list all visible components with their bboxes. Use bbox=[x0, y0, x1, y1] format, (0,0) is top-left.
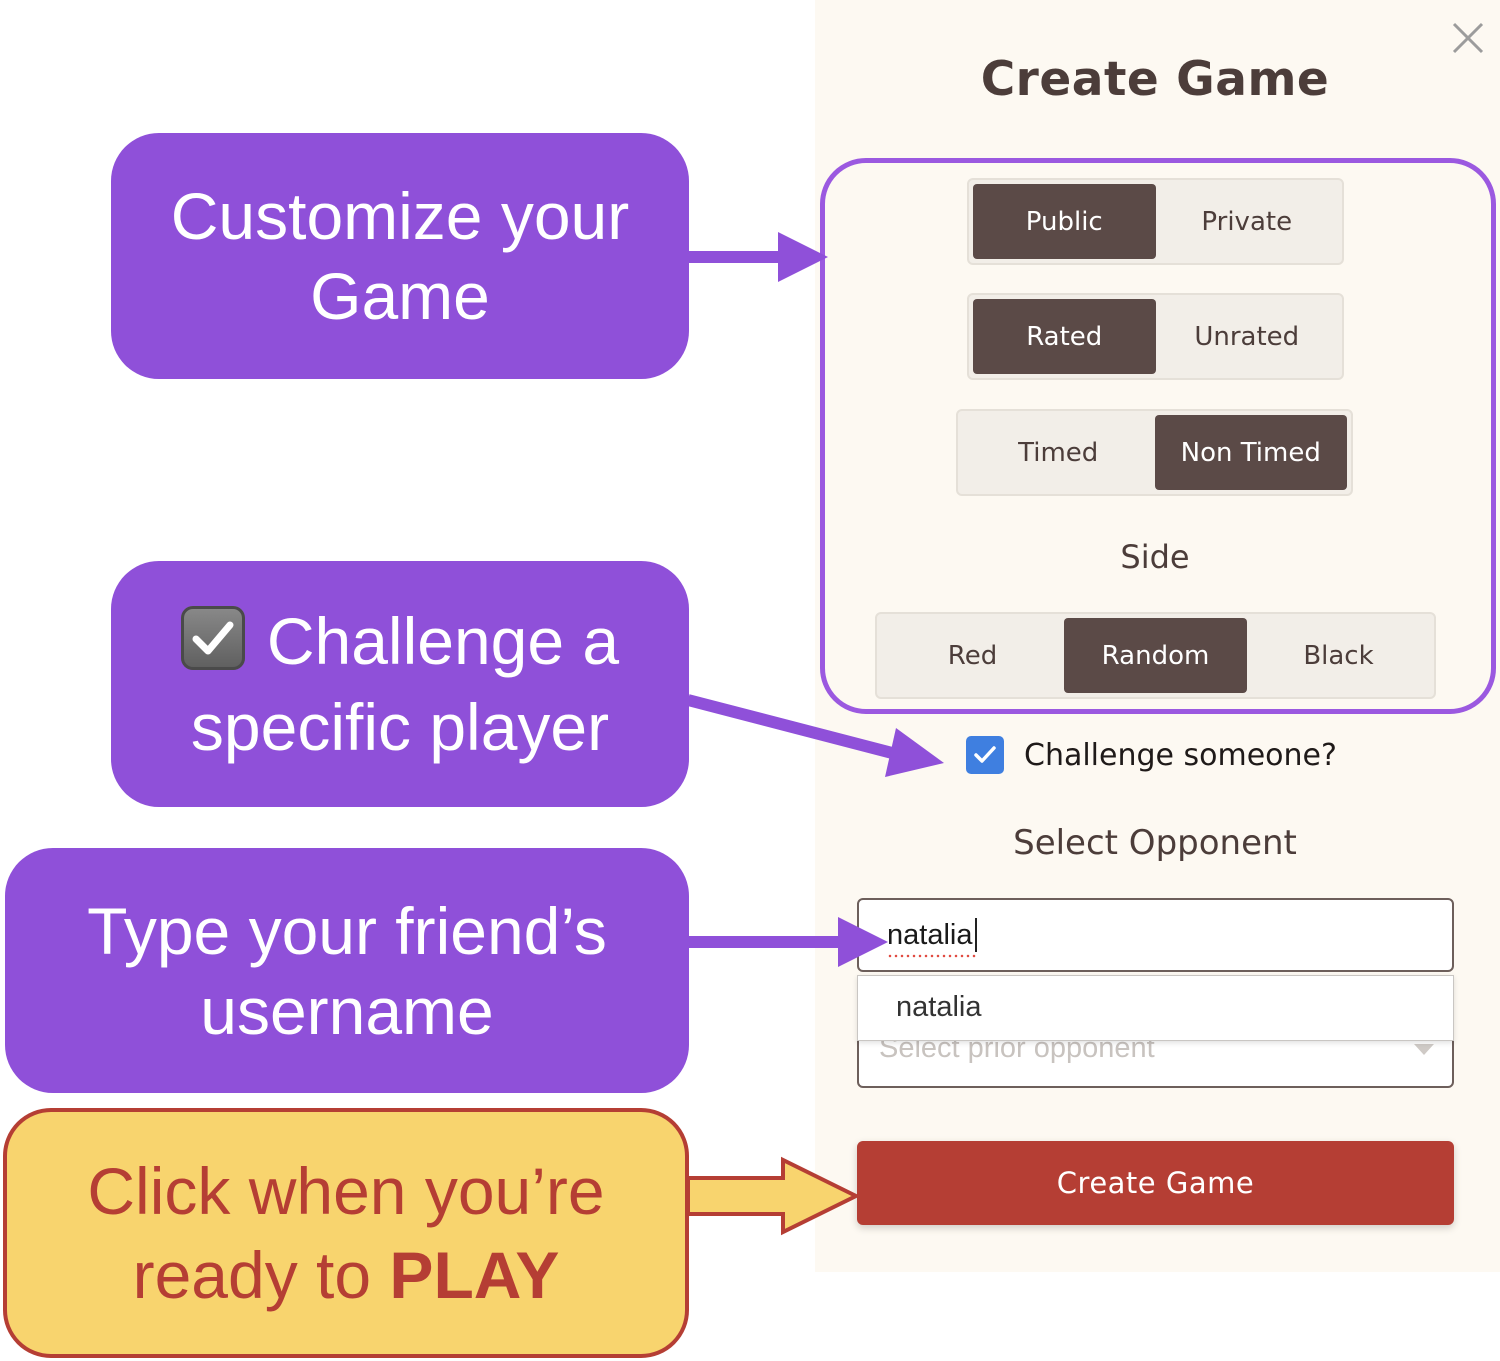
create-game-button[interactable]: Create Game bbox=[857, 1141, 1454, 1225]
checkmark-icon bbox=[974, 746, 996, 763]
callout-type-line2: username bbox=[200, 973, 494, 1048]
challenge-checkbox[interactable] bbox=[966, 736, 1004, 774]
side-label: Side bbox=[1120, 538, 1190, 576]
text-caret bbox=[975, 918, 977, 952]
close-icon[interactable] bbox=[1450, 20, 1486, 56]
callout-challenge-line1: Challenge a bbox=[266, 604, 620, 678]
callout-click-line2-prefix: ready to bbox=[132, 1238, 390, 1312]
red-option[interactable]: Red bbox=[947, 640, 998, 671]
chevron-down-icon bbox=[1414, 1044, 1434, 1055]
timed-option[interactable]: Timed bbox=[1018, 437, 1099, 468]
arrow-challenge bbox=[686, 694, 944, 777]
arrow-click bbox=[686, 1156, 861, 1236]
options-highlight bbox=[820, 158, 1496, 714]
unrated-option[interactable]: Unrated bbox=[1194, 321, 1300, 352]
callout-click-play-word: PLAY bbox=[389, 1238, 560, 1312]
timing-toggle: Timed Non Timed bbox=[956, 409, 1353, 496]
username-suggestion[interactable]: natalia bbox=[857, 975, 1454, 1041]
spellcheck-underline bbox=[887, 954, 977, 958]
visibility-toggle: Public Private bbox=[967, 178, 1344, 265]
callout-customize-line2: Game bbox=[310, 259, 490, 333]
non-timed-option[interactable]: Non Timed bbox=[1154, 415, 1347, 490]
black-option[interactable]: Black bbox=[1303, 640, 1374, 671]
callout-customize: Customize your Game bbox=[111, 133, 689, 379]
private-option[interactable]: Private bbox=[1201, 206, 1293, 237]
side-toggle: Red Random Black bbox=[875, 612, 1436, 699]
arrow-type bbox=[688, 917, 888, 967]
callout-click-play: Click when you’re ready to PLAY bbox=[3, 1108, 689, 1358]
callout-click-line1: Click when you’re bbox=[87, 1154, 605, 1228]
rated-option[interactable]: Rated bbox=[973, 299, 1156, 374]
random-option[interactable]: Random bbox=[1064, 618, 1247, 693]
checkbox-emoji-icon bbox=[180, 606, 245, 670]
callout-type-line1: Type your friend’s bbox=[87, 893, 607, 968]
public-option[interactable]: Public bbox=[973, 184, 1156, 259]
challenge-label: Challenge someone? bbox=[1024, 737, 1337, 773]
callout-challenge: Challenge a specific player bbox=[111, 561, 689, 807]
arrow-customize bbox=[688, 232, 828, 282]
select-opponent-label: Select Opponent bbox=[1013, 823, 1297, 863]
opponent-username-input[interactable] bbox=[857, 898, 1454, 972]
callout-type-username: Type your friend’s username bbox=[5, 848, 689, 1093]
challenge-row: Challenge someone? bbox=[966, 736, 1337, 774]
rating-toggle: Rated Unrated bbox=[967, 293, 1344, 380]
modal-title: Create Game bbox=[980, 52, 1330, 107]
callout-customize-line1: Customize your bbox=[170, 179, 630, 253]
callout-challenge-line2: specific player bbox=[190, 690, 610, 764]
